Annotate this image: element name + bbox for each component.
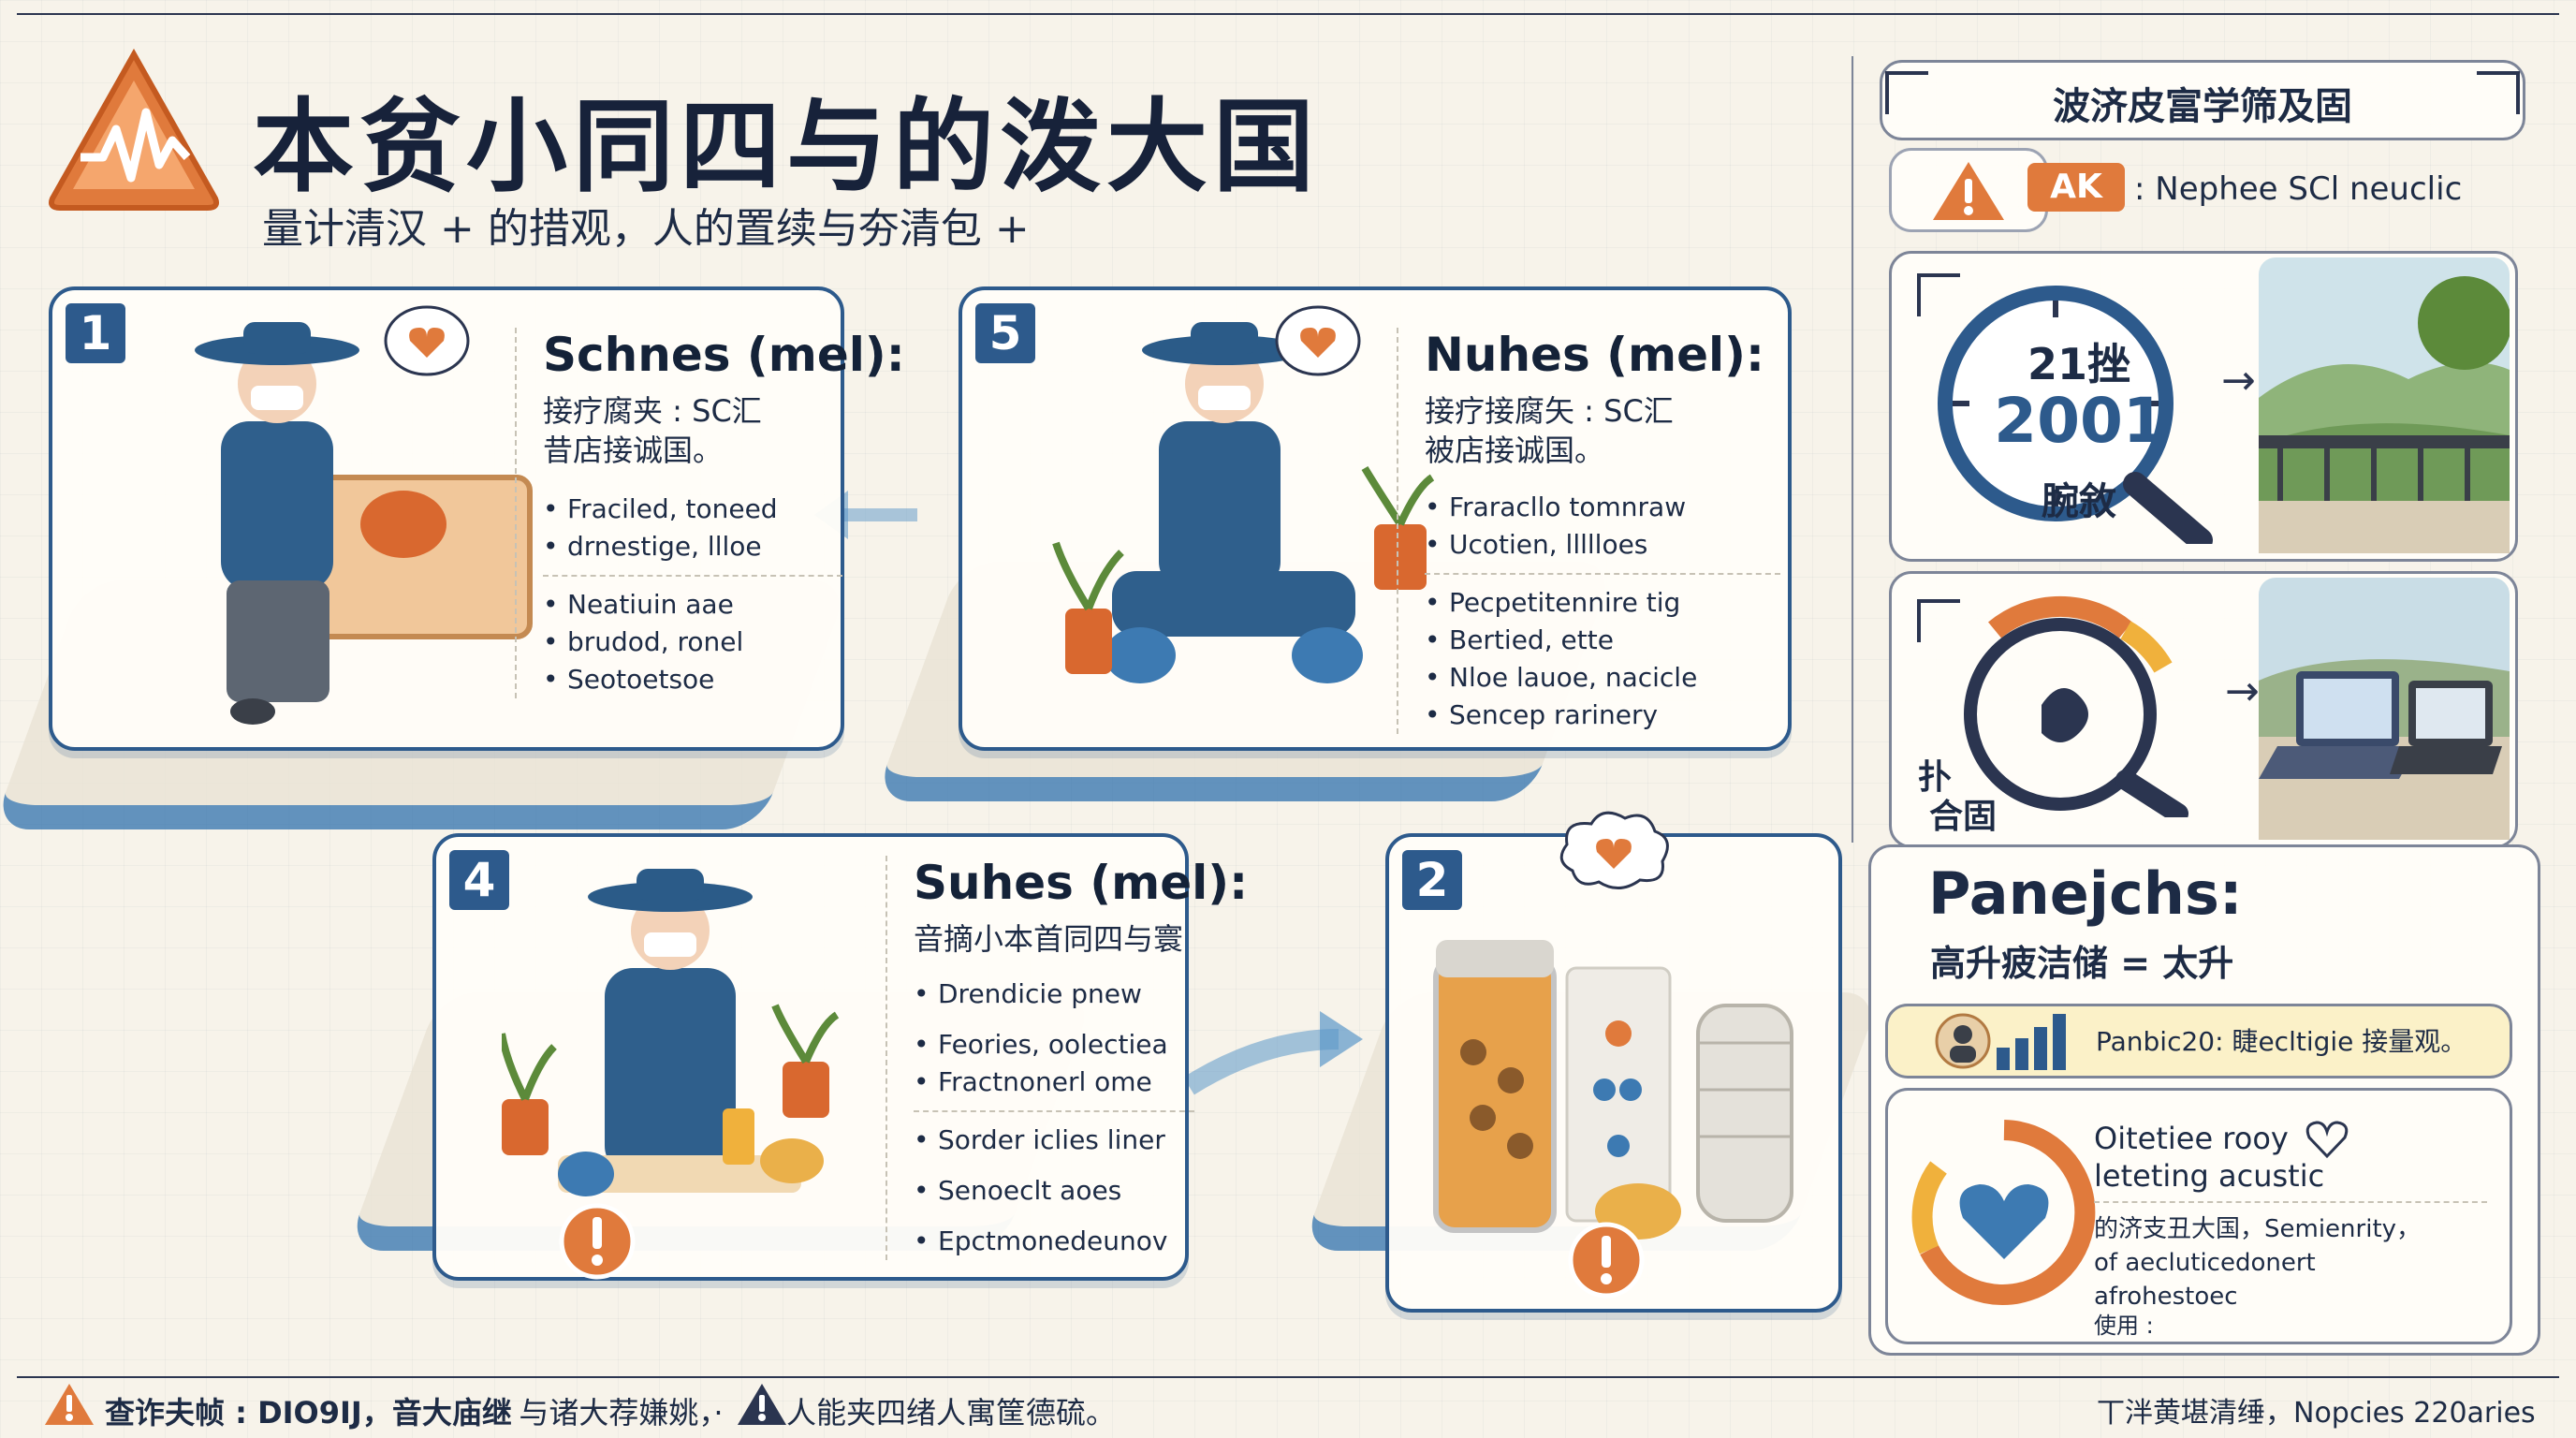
step-number: 4 (449, 850, 509, 910)
step-line: 被店接诚国。 (1425, 433, 1605, 468)
bullet-item: Sorder iclies liner (914, 1122, 1194, 1159)
wellness-line: of aecluticedonert (2094, 1249, 2316, 1277)
bullet-item: Fraciled, toneed (543, 491, 842, 528)
footer-left-label: 查诈夫帧 : DIO9IJ，音大庙继 (105, 1395, 512, 1431)
gauge-magnifier-icon (1964, 595, 2188, 817)
divider (2094, 1201, 2487, 1203)
step-number: 1 (66, 303, 125, 363)
bullet-item: Senoeclt aoes (914, 1172, 1194, 1210)
footer-right-text: 丅泮黄堪清缍，Nopcies 220aries (2097, 1397, 2536, 1430)
corner-bracket (1917, 273, 1960, 316)
bullet-item: Feories, oolectiea (914, 1026, 1194, 1064)
step-heading: Suhes (mel): (914, 856, 1249, 910)
info-bar-text: Panbic20: 睫ecltigie 接量观。 (2096, 1026, 2467, 1057)
clock-scene-card: 21挫 2001 腕敘 → (1889, 251, 2518, 562)
worker-illustration (195, 322, 533, 725)
bullet-item: Seotoetsoe (543, 661, 842, 698)
heart-speech-icon (384, 305, 470, 376)
step-line: 昔店接诚国。 (543, 433, 724, 468)
worker-illustration (1052, 322, 1435, 683)
footer-left-right: 人能夹四绪人寓筐德硫。 (786, 1395, 1117, 1431)
heart-cloud-icon (1559, 811, 1669, 889)
warning-triangle-icon (738, 1384, 786, 1425)
bullet-item: Pecpetitennire tig (1425, 584, 1780, 622)
bullet-item: Bertied, ette (1425, 622, 1780, 659)
clock-bottom-text: 腕敘 (2042, 480, 2116, 523)
page-title: 本贫小同四与的泼大国 (253, 89, 1321, 206)
panel-header-title: 波济皮富学筛及固 (2053, 85, 2352, 128)
step-line: 接疗腐夹 : SC汇 (543, 393, 762, 429)
wellness-title-1: Oitetiee rooy (2094, 1121, 2289, 1156)
containers-illustration (1433, 940, 1793, 1240)
step-heading: Nuhes (mel): (1425, 328, 1764, 382)
frame-bottom-line (17, 1376, 2559, 1378)
heart-ring-icon (1911, 1120, 2096, 1305)
step-line: 音摘小本首同四与寰 (914, 921, 1184, 957)
info-bar: Panbic20: 睫ecltigie 接量观。 (1885, 1004, 2512, 1078)
bar-chart-icon (1935, 1013, 2066, 1070)
bullet-item: Fraracllo tomnraw (1425, 489, 1780, 526)
bullet-item: Drendicie pnew (914, 976, 1194, 1013)
bullet-item: Neatiuin aae (543, 586, 842, 624)
gauge-scene-card: 扑 合固 → (1889, 571, 2518, 848)
arrow-right-icon: → (2225, 668, 2260, 715)
heart-outline-icon (2305, 1121, 2349, 1159)
bullet-item: brudod, ronel (543, 624, 842, 661)
magnifier-clock-icon (1938, 286, 2213, 544)
alert-icon-box (1889, 148, 2048, 232)
wellness-title-2: leteting acustic (2094, 1158, 2325, 1194)
step-number: 2 (1402, 850, 1462, 910)
step-card-1: 1 Schnes (mel): 接疗腐夹 : SC汇 昔店接诚国。 Fracil… (49, 286, 905, 751)
wellness-line: 使用 : (2094, 1313, 2154, 1339)
alert-badge: AK (2027, 163, 2125, 212)
panel-header-box: 波济皮富学筛及固 (1880, 60, 2525, 140)
clock-top-text: 21挫 (2027, 339, 2130, 389)
corner-bracket (1917, 599, 1960, 642)
footer-left-middle: · 与诸大荐嫌姚，· (500, 1395, 724, 1431)
bullet-item: Ucotien, llllloes (1425, 526, 1780, 564)
gauge-label-2: 合固 (1929, 798, 1998, 836)
heart-speech-icon (1275, 305, 1361, 376)
summary-title: Panejchs: (1928, 859, 2243, 928)
wellness-card: Oitetiee rooy leteting acustic 的济支丑大国，Se… (1885, 1088, 2512, 1344)
wellness-line: 的济支丑大国，Semienrity， (2094, 1215, 2422, 1243)
alert-circle-icon (1568, 1222, 1645, 1299)
bullet-item: drnestige, llloe (543, 528, 842, 565)
corner-bracket (1885, 71, 1928, 114)
arrow-right-icon: → (2221, 357, 2256, 404)
frame-top-line (17, 13, 2559, 15)
page-subtitle: 量计清汉 + 的措观，人的置续与夯清包 + (262, 205, 1030, 253)
bullet-item: Epctmonedeunov (914, 1223, 1194, 1260)
laptop-scene (2259, 578, 2510, 840)
step-number: 5 (975, 303, 1035, 363)
worker-illustration (502, 869, 840, 1196)
bullet-item: Fractnonerl ome (914, 1064, 1194, 1101)
step-line: 接疗接腐矢 : SC汇 (1425, 393, 1674, 429)
landscape-scene (2259, 257, 2510, 553)
step-card-2: 2 (1385, 833, 1842, 1313)
bullet-item: Sencep rarinery (1425, 697, 1780, 734)
warning-triangle-icon (45, 1384, 94, 1425)
summary-subtitle: 高升疲洁储 = 太升 (1930, 943, 2234, 984)
flow-arrow-icon (1183, 1011, 1363, 1095)
step-card-5: 5 Nuhes (mel): 接疗接腐矢 : SC汇 被店接诚国。 Frarac… (959, 286, 1792, 751)
step-heading: Schnes (mel): (543, 328, 905, 382)
gauge-label-1: 扑 (1918, 758, 1953, 797)
step-card-4: 4 Suhes (mel): 音摘小本首同四与寰 Drendicie pnew … (432, 833, 1248, 1281)
alert-text: : Nephee SCl neuclic (2134, 170, 2463, 208)
corner-bracket (2477, 71, 2520, 114)
panel-divider (1852, 56, 1853, 843)
warning-triangle-icon (1933, 162, 2004, 220)
clock-year: 2001 (1994, 385, 2166, 457)
wellness-line: afrohestoec (2094, 1283, 2238, 1311)
alert-circle-icon (559, 1203, 636, 1280)
warning-triangle-icon (49, 48, 219, 211)
bullet-item: Nloe lauoe, nacicle (1425, 659, 1780, 697)
